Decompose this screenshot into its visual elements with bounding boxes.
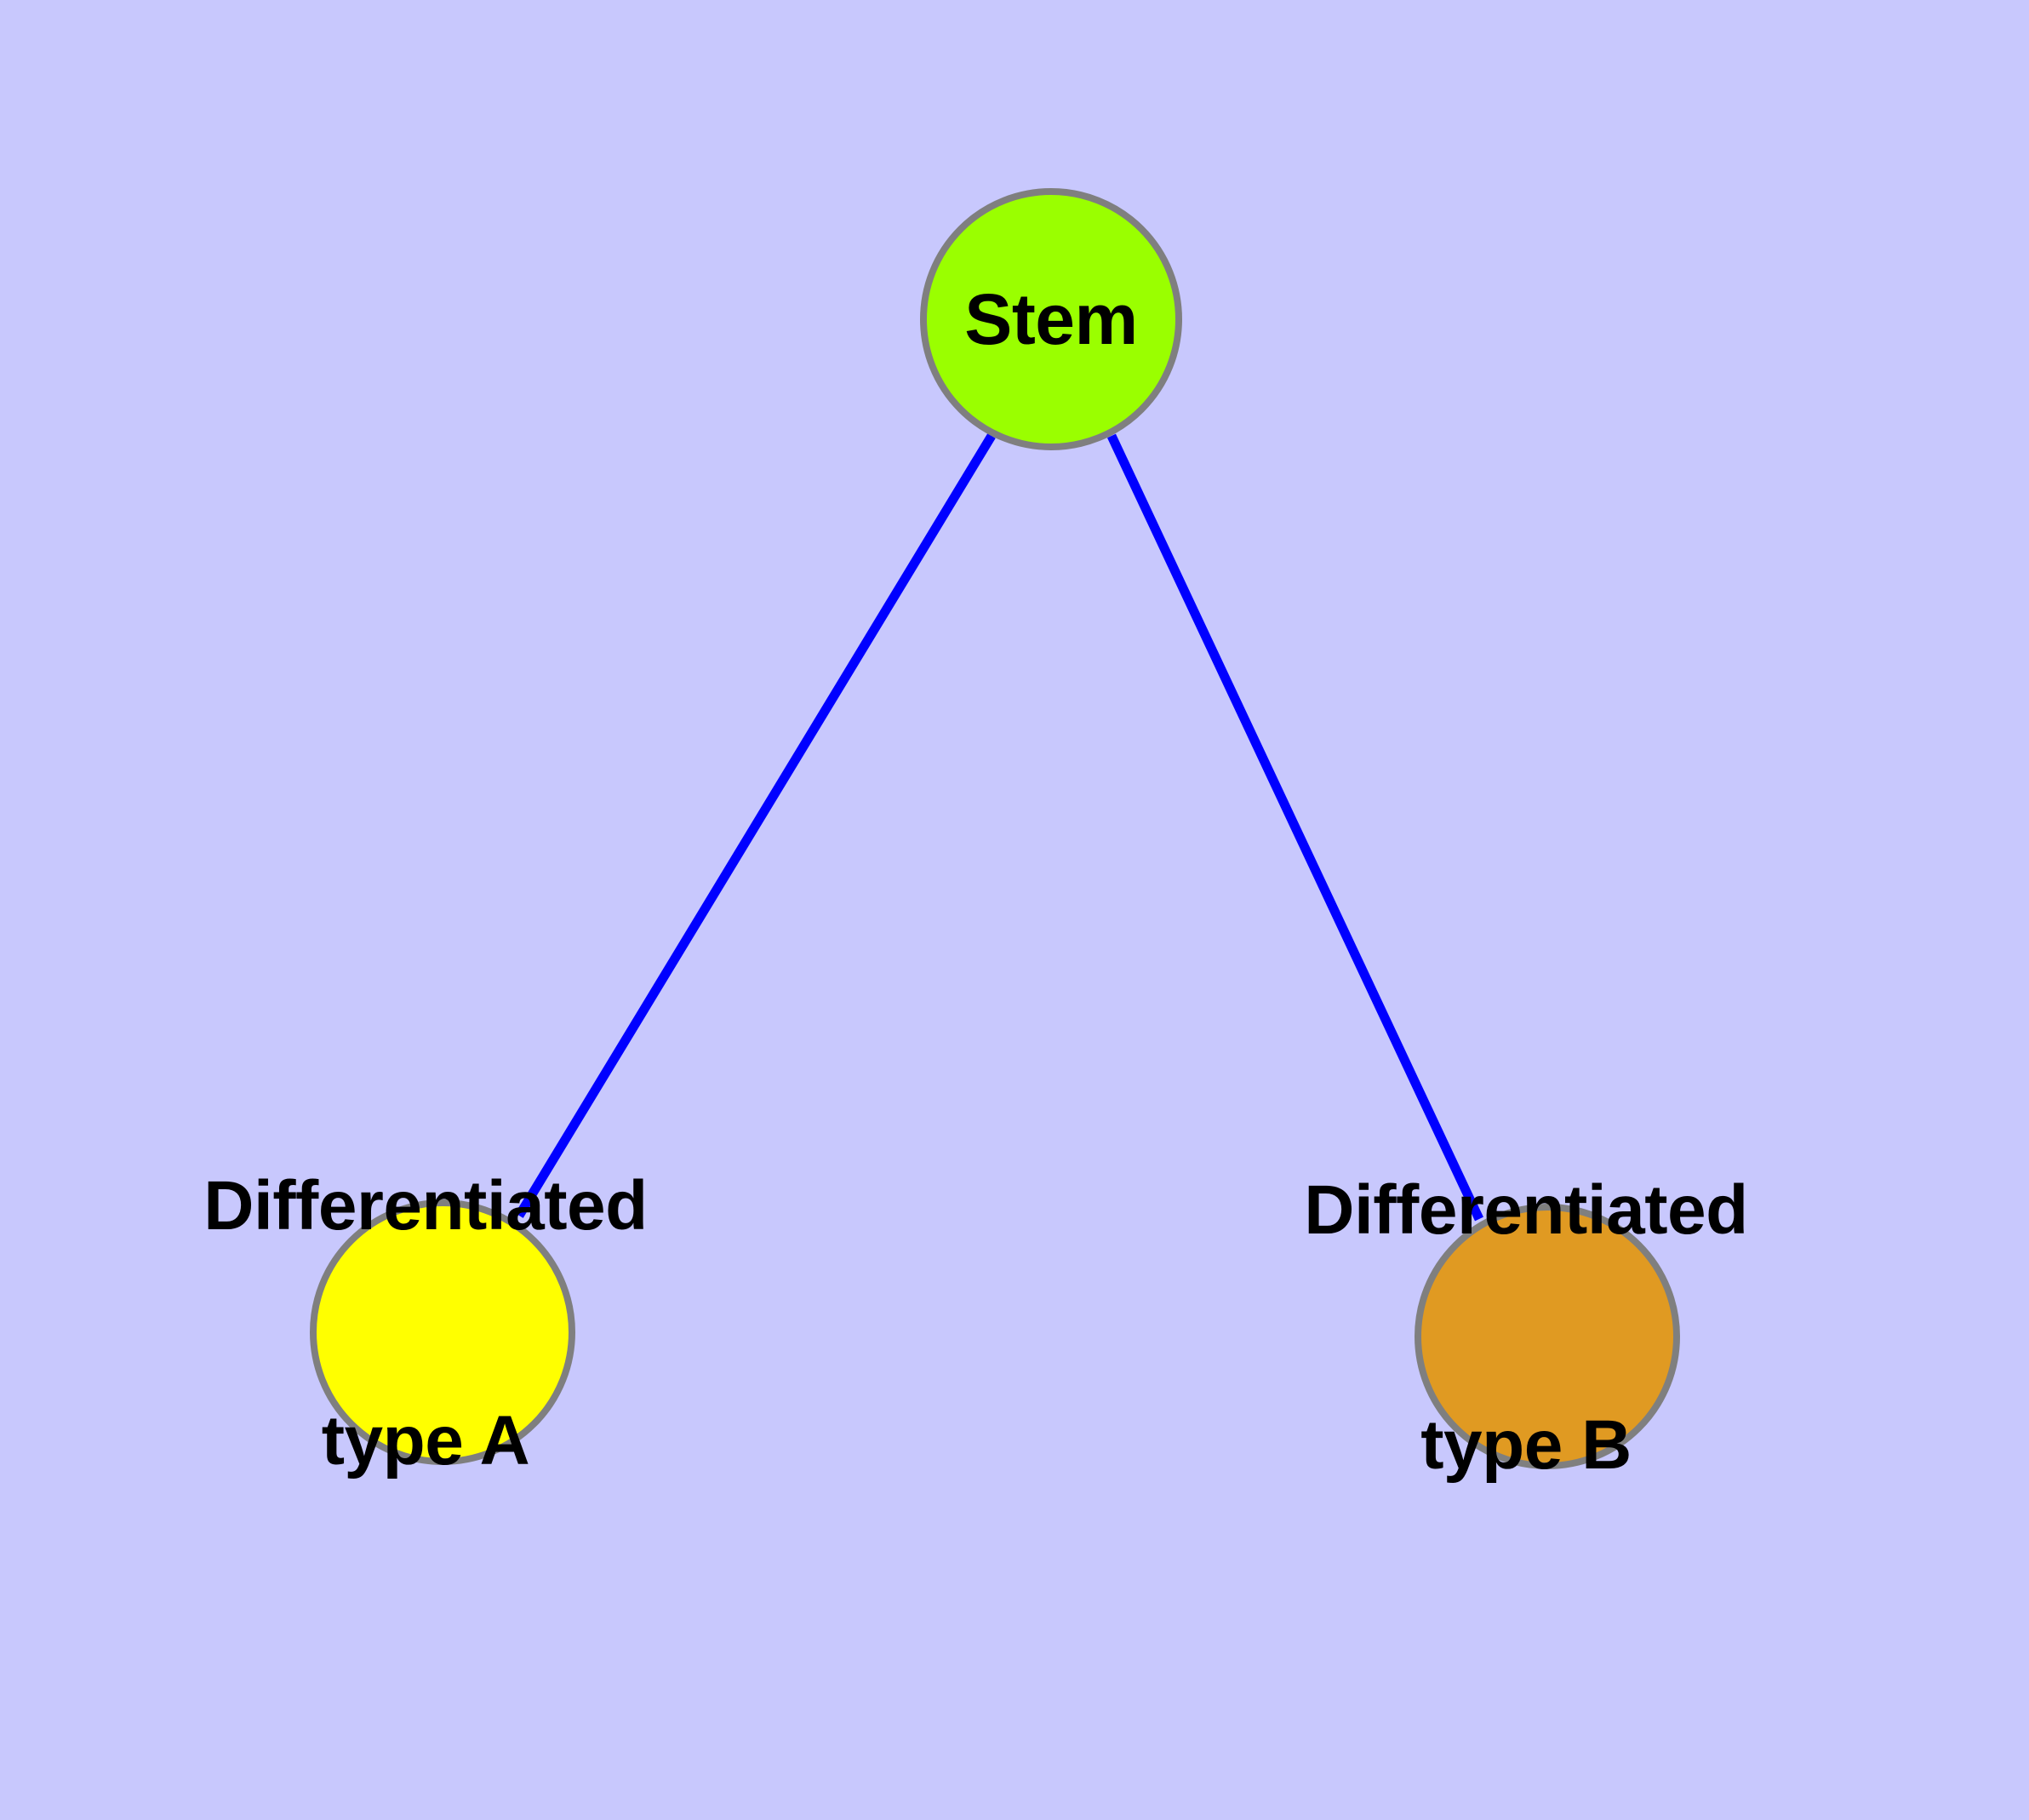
node-differentiated-type-b-label-line2: type B xyxy=(1420,1405,1632,1484)
node-differentiated-type-a-label-line1: Differentiated xyxy=(203,1167,648,1245)
node-differentiated-type-a-label-line2: type A xyxy=(321,1401,530,1479)
node-differentiated-type-a-label: Differentiated type A xyxy=(203,1011,648,1637)
edge-stem-to-differentiated-b xyxy=(1107,433,1483,1222)
node-differentiated-type-b-label: Differentiated type B xyxy=(1304,1016,1748,1641)
node-differentiated-type-a[interactable] xyxy=(310,1199,575,1465)
edge-stem-to-differentiated-a xyxy=(515,433,996,1218)
node-stem[interactable] xyxy=(920,188,1182,450)
node-differentiated-type-b[interactable] xyxy=(1415,1204,1680,1469)
node-stem-label: Stem xyxy=(964,278,1138,359)
node-differentiated-type-b-label-line1: Differentiated xyxy=(1304,1171,1748,1250)
